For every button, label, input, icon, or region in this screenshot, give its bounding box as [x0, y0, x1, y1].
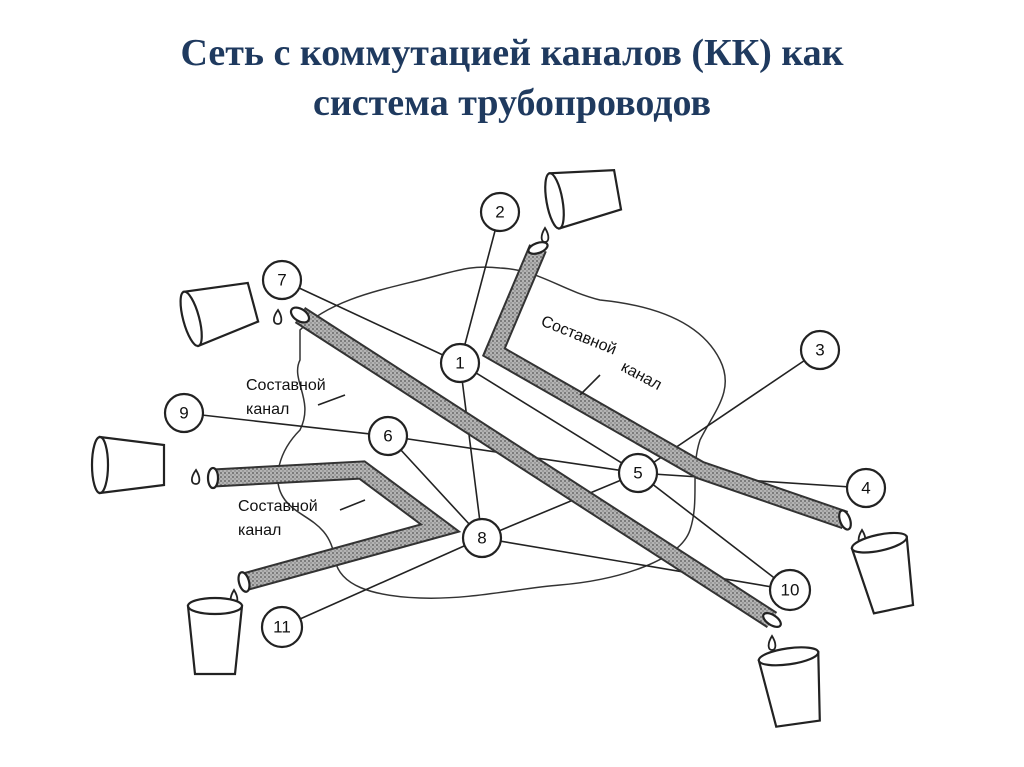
annotation-bottom-line-1: Составной — [238, 498, 318, 515]
node-6: 6 — [367, 415, 409, 457]
cup-icon — [850, 531, 915, 615]
node-5: 5 — [617, 452, 659, 494]
pipe-7-10 — [294, 307, 778, 628]
link-8-5 — [481, 472, 639, 539]
link-5-10 — [637, 472, 791, 591]
node-label: 6 — [383, 427, 392, 446]
node-label: 7 — [277, 271, 286, 290]
node-label: 1 — [455, 354, 464, 373]
node-9: 9 — [163, 392, 205, 434]
link-1-2 — [459, 211, 501, 364]
annotation-left-line-2: канал — [246, 401, 289, 418]
link-1-8 — [459, 362, 483, 539]
node-label: 2 — [495, 203, 504, 222]
link-9-6 — [183, 412, 389, 437]
link-1-5 — [459, 362, 639, 474]
node-1: 1 — [439, 342, 481, 384]
annotation-top-line-1: Составной — [539, 313, 619, 359]
cup-icon — [757, 646, 821, 728]
node-label: 3 — [815, 341, 824, 360]
annotation-left-line-1: Составной — [246, 377, 326, 394]
node-10: 10 — [768, 568, 812, 612]
link-6-8 — [387, 435, 483, 539]
pipe-end-10 — [762, 612, 782, 628]
drop-icon — [767, 634, 777, 651]
pipe-end-2 — [527, 241, 549, 255]
title-line-1: Сеть с коммутацией каналов (КК) как — [180, 32, 844, 74]
cup-icon — [90, 435, 166, 495]
link-8-10 — [481, 537, 791, 591]
pipe-2-4 — [481, 244, 849, 529]
node-label: 11 — [273, 618, 291, 637]
leader-left — [317, 394, 346, 406]
pipe-end-4 — [838, 509, 852, 531]
node-label: 9 — [179, 404, 188, 423]
node-label: 8 — [477, 529, 486, 548]
network-boundary — [277, 266, 726, 599]
pipe-end-7 — [289, 306, 311, 324]
node-11: 11 — [260, 605, 304, 649]
cup-icon — [179, 281, 260, 348]
node-label: 5 — [633, 464, 642, 483]
drop-icon — [272, 308, 283, 325]
node-3: 3 — [799, 329, 841, 371]
annotation-bottom-line-2: канал — [238, 522, 281, 539]
link-7-1 — [281, 279, 461, 364]
node-7: 7 — [261, 259, 303, 301]
node-4: 4 — [845, 467, 887, 509]
cup-icon — [544, 168, 623, 230]
drop-icon — [540, 226, 550, 243]
node-2: 2 — [479, 191, 521, 233]
drop-icon — [190, 468, 201, 485]
slide-title: Сеть с коммутацией каналов (КК) как сист… — [0, 28, 1024, 128]
annotation-top-line-2: канал — [618, 359, 664, 394]
leader-bottom — [339, 499, 366, 511]
links — [183, 211, 867, 628]
node-label: 10 — [781, 581, 800, 600]
pipe-end-11 — [237, 571, 251, 593]
node-8: 8 — [461, 517, 503, 559]
pipe-9-11 — [212, 460, 462, 592]
title-line-2: система трубопроводов — [312, 82, 712, 124]
pipe-end-9 — [206, 466, 220, 490]
node-label: 4 — [861, 479, 870, 498]
cup-icon — [186, 596, 244, 676]
leader-top — [579, 374, 601, 396]
link-8-11 — [281, 537, 483, 628]
